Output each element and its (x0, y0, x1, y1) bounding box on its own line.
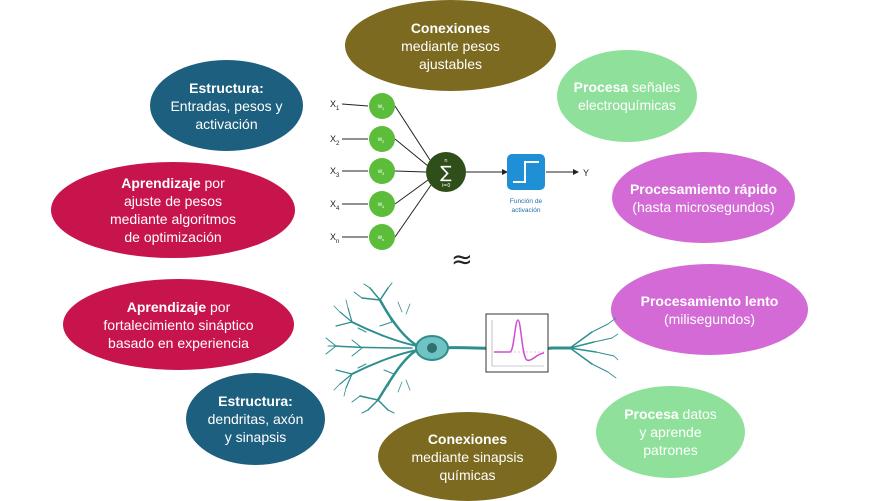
weight-node (369, 224, 395, 250)
nucleus (427, 343, 437, 353)
bubble-estructura-biologica: Estructura: dendritas, axón y sinapsis (186, 373, 325, 465)
bubble-line: de optimización (124, 229, 222, 245)
bubble-first-line: Procesa datos (624, 405, 717, 423)
bubble-line: (milisegundos) (663, 310, 756, 327)
bubble-line: basado en experiencia (108, 334, 249, 351)
weight-node (369, 126, 395, 152)
approx-symbol: ≈ (451, 245, 473, 275)
bubble-line: fortalecimiento sináptico (103, 316, 254, 333)
bubble-aprendizaje-fortalecimiento: Aprendizaje por fortalecimiento sináptic… (63, 279, 294, 370)
input-label: X2 (330, 134, 340, 147)
weight-label: w1 (377, 104, 385, 111)
bubble-title: Procesa (624, 406, 679, 422)
bubble-line: dendritas, axón (207, 411, 304, 427)
bubble-first-line: Procesa señales (574, 78, 681, 96)
bubble-line: electroquímicas (577, 97, 677, 113)
input-label: Xn (330, 232, 339, 245)
input-label: X1 (330, 99, 340, 112)
bubble-line: Entradas, pesos y (170, 97, 283, 114)
sum-symbol: ∑ (440, 163, 452, 183)
bubble-line: patrones (643, 442, 698, 458)
weight-label: w3 (377, 169, 385, 176)
bubble-estructura-artificial: Estructura: Entradas, pesos y activación (150, 60, 303, 151)
bubble-line: y sinapsis (224, 429, 287, 445)
bubble-line: activación (195, 115, 258, 132)
bubble-line: químicas (439, 466, 496, 483)
bubble-conexiones-pesos: Conexiones mediante pesos ajustables (345, 0, 556, 91)
bubble-line: ajuste de pesos (123, 193, 223, 209)
bubble-title: Estructura: (189, 79, 264, 96)
bubble-first-line: Aprendizaje por (127, 298, 230, 316)
bubble-line: mediante sinapsis (411, 448, 524, 465)
sum-lower-label: i=0 (442, 183, 451, 189)
bubble-procesa-datos: Procesa datos y aprende patrones (596, 386, 745, 478)
bubble-line: (hasta microsegundos) (632, 198, 775, 215)
bubble-procesamiento-rapido: Procesamiento rápido (hasta microsegundo… (612, 152, 795, 243)
bubble-line: mediante algoritmos (109, 211, 237, 227)
bubble-first-line: Aprendizaje por (121, 174, 224, 192)
bubble-title: Procesamiento lento (640, 292, 779, 309)
bubble-inline: por (200, 175, 225, 191)
weight-node (369, 158, 395, 184)
summation-node (426, 152, 466, 192)
bubble-inline: señales (628, 79, 681, 95)
bubble-line: ajustables (418, 55, 483, 72)
weight-node (369, 93, 395, 119)
bubble-title: Procesa (573, 79, 629, 95)
bubble-title: Aprendizaje (126, 298, 207, 315)
action-potential-curve (494, 319, 545, 362)
bubble-line: y aprende (639, 424, 702, 440)
bubble-aprendizaje-ajuste: Aprendizaje por ajuste de pesos mediante… (51, 162, 295, 258)
input-label: X3 (330, 166, 340, 179)
bubble-conexiones-sinapsis: Conexiones mediante sinapsis químicas (378, 412, 557, 501)
bubble-line: mediante pesos (401, 37, 500, 54)
dendrites (325, 282, 424, 414)
bubble-title: Procesamiento rápido (629, 180, 778, 197)
input-label: X4 (330, 199, 340, 212)
weight-label: wn (377, 235, 385, 242)
bubble-inline: datos (678, 406, 717, 422)
output-label: Y (583, 168, 589, 178)
bubble-title: Conexiones (410, 19, 491, 36)
biological-neuron-illustration (325, 282, 618, 414)
weight-label: w4 (377, 202, 385, 209)
bubble-title: Conexiones (427, 430, 508, 447)
step-function-icon (513, 161, 539, 183)
bubble-title: Estructura: (218, 393, 293, 409)
weight-label: w2 (377, 137, 385, 144)
bubble-procesamiento-lento: Procesamiento lento (milisegundos) (611, 264, 808, 355)
bubble-inline: por (206, 298, 231, 315)
sum-upper-label: n (444, 158, 447, 164)
perceptron-diagram: X1 X2 X3 X4 Xn w1 w2 w3 w4 wn (330, 93, 589, 250)
activation-label-line: Función de (510, 198, 543, 205)
weight-node (369, 191, 395, 217)
activation-label-line: activación (512, 207, 541, 214)
bubble-procesa-senales: Procesa señales electroquímicas (557, 50, 697, 142)
bubble-title: Aprendizaje (121, 175, 201, 191)
